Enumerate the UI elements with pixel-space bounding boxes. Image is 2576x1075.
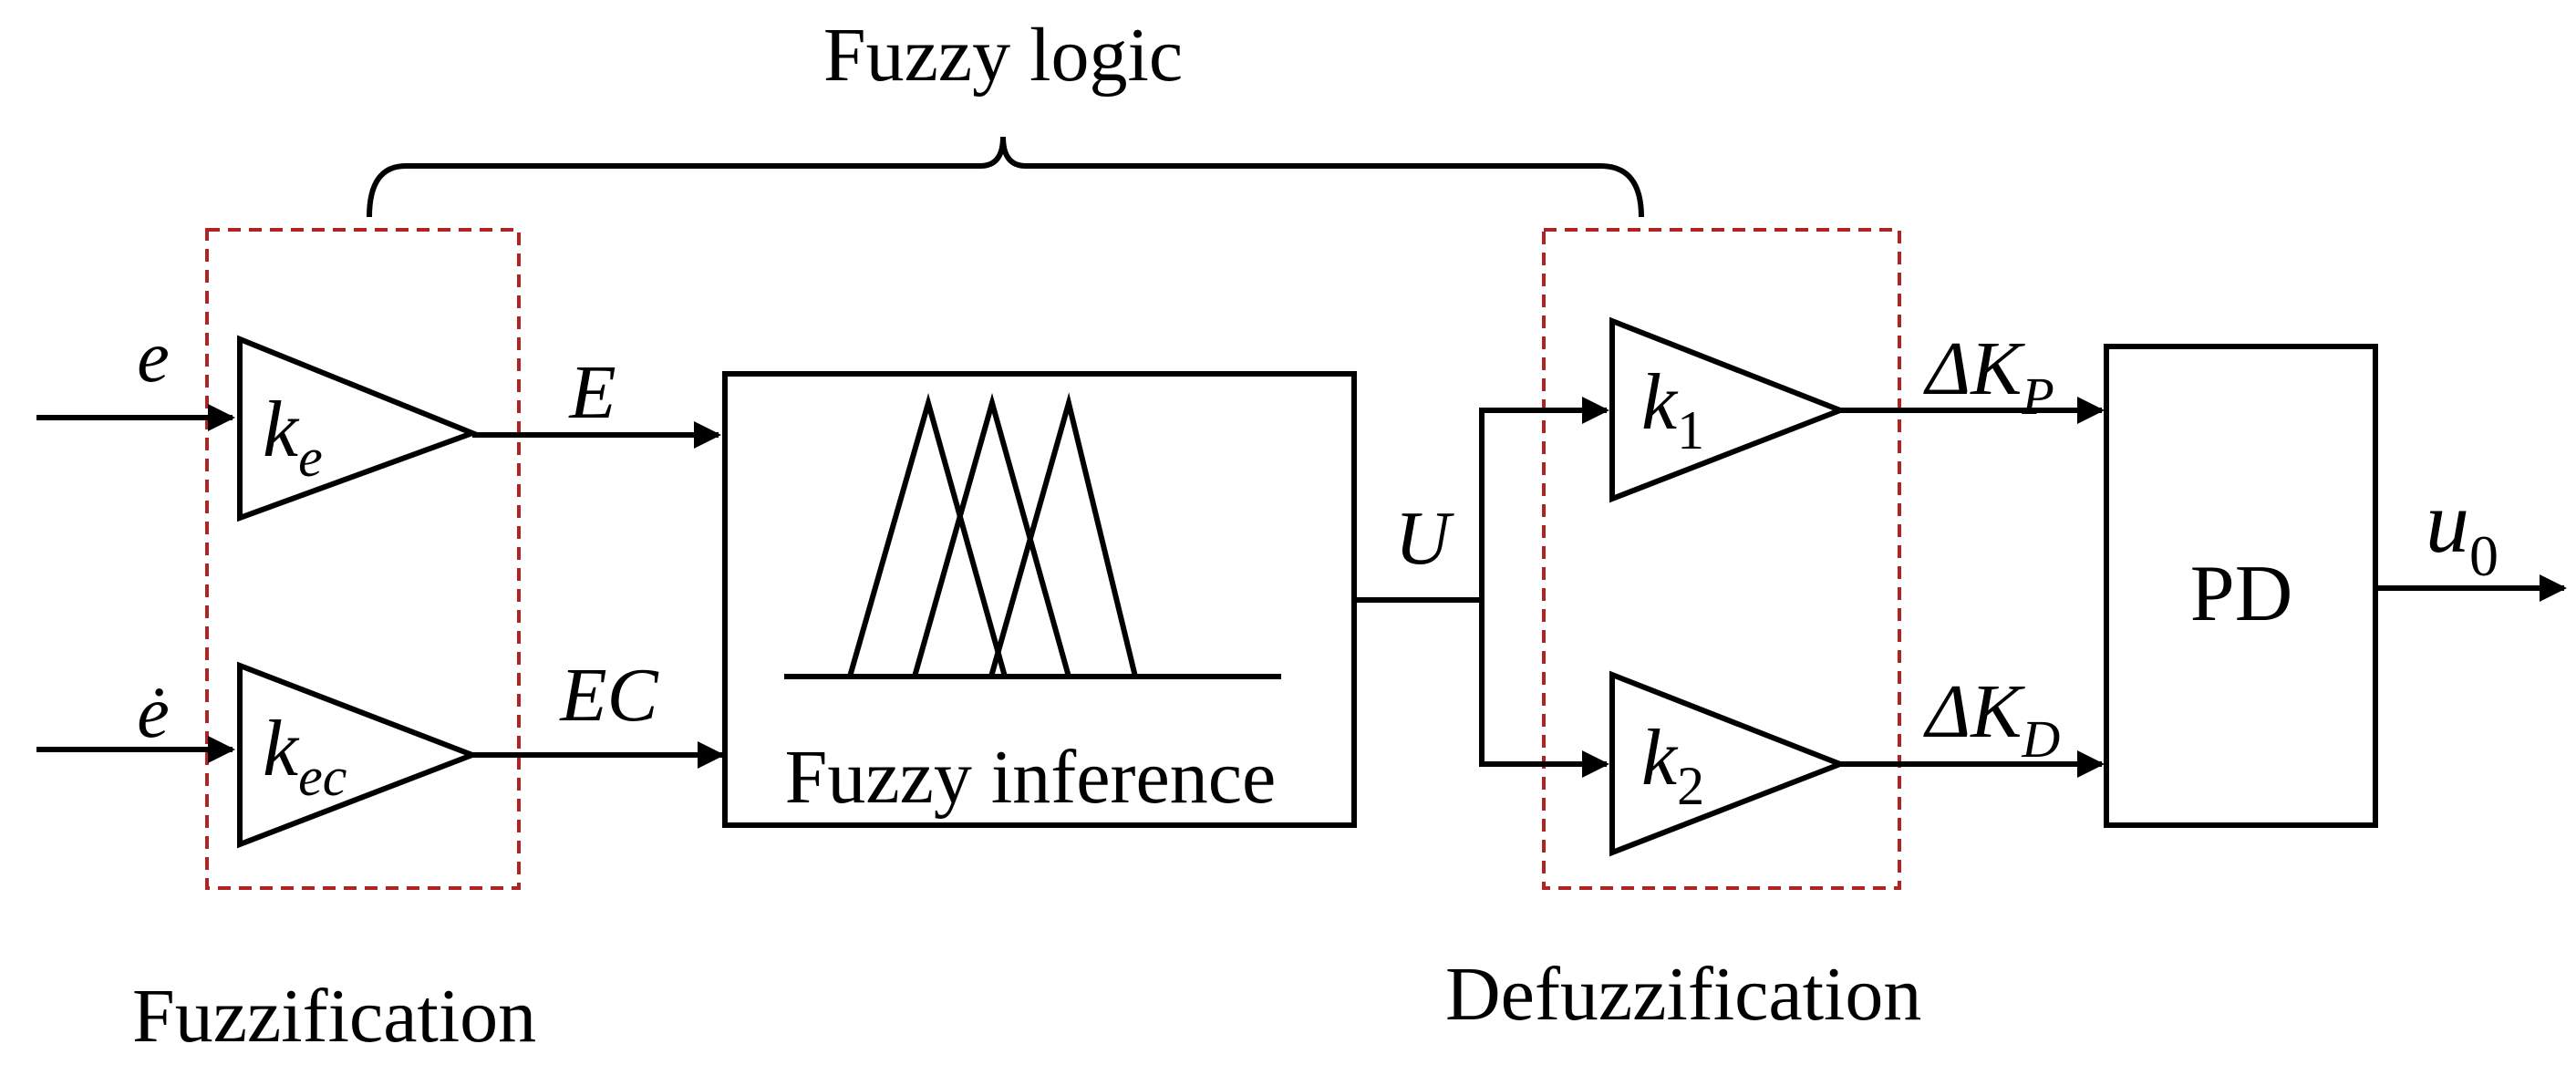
gain-k1-base: k (1641, 358, 1679, 447)
signal-dkp-sub: P (2021, 367, 2054, 426)
defuzzification-group-box (1542, 228, 1901, 890)
gain-k2-base: k (1641, 714, 1679, 802)
gain-ke: ke (237, 335, 481, 522)
fuzzy-inference-label: Fuzzy inference (785, 735, 1277, 820)
svg-text:u0: u0 (2426, 473, 2498, 588)
membership-functions-graphic (784, 392, 1281, 679)
gain-kec-sub: ec (298, 747, 347, 807)
signal-U-label: U (1395, 496, 1455, 581)
fuzzy-logic-brace (367, 136, 1644, 218)
svg-text:ΔKD: ΔKD (1923, 669, 2060, 769)
svg-text:ke: ke (263, 386, 323, 488)
signal-E-label: E (568, 350, 616, 435)
gain-k2-sub: 2 (1677, 756, 1704, 816)
fuzzification-label: Fuzzification (132, 974, 536, 1059)
svg-text:ΔKP: ΔKP (1923, 326, 2054, 426)
pd-label: PD (2190, 550, 2293, 638)
fuzzy-logic-title: Fuzzy logic (823, 13, 1183, 98)
gain-ke-base: k (263, 386, 300, 474)
gain-k1: k1 (1609, 316, 1848, 503)
input-e-dot-label: ė (137, 673, 170, 753)
gain-kec: kec (237, 661, 481, 849)
signal-dkp-base: ΔK (1923, 326, 2025, 411)
defuzzification-label: Defuzzification (1445, 952, 1921, 1037)
input-e-label: e (137, 317, 170, 398)
svg-text:k2: k2 (1641, 714, 1704, 816)
svg-text:kec: kec (263, 705, 347, 807)
gain-k1-sub: 1 (1677, 400, 1704, 460)
output-u0-sub: 0 (2469, 523, 2498, 588)
signal-dkd-sub: D (2021, 709, 2060, 769)
signal-EC-label: EC (559, 653, 658, 738)
output-u0-base: u (2426, 473, 2469, 571)
gain-k2: k2 (1609, 670, 1848, 857)
fuzzification-group-box (205, 228, 521, 890)
signal-dkd-base: ΔK (1923, 669, 2025, 754)
gain-ke-sub: e (298, 428, 323, 488)
gain-kec-base: k (263, 705, 300, 793)
svg-text:k1: k1 (1641, 358, 1704, 460)
